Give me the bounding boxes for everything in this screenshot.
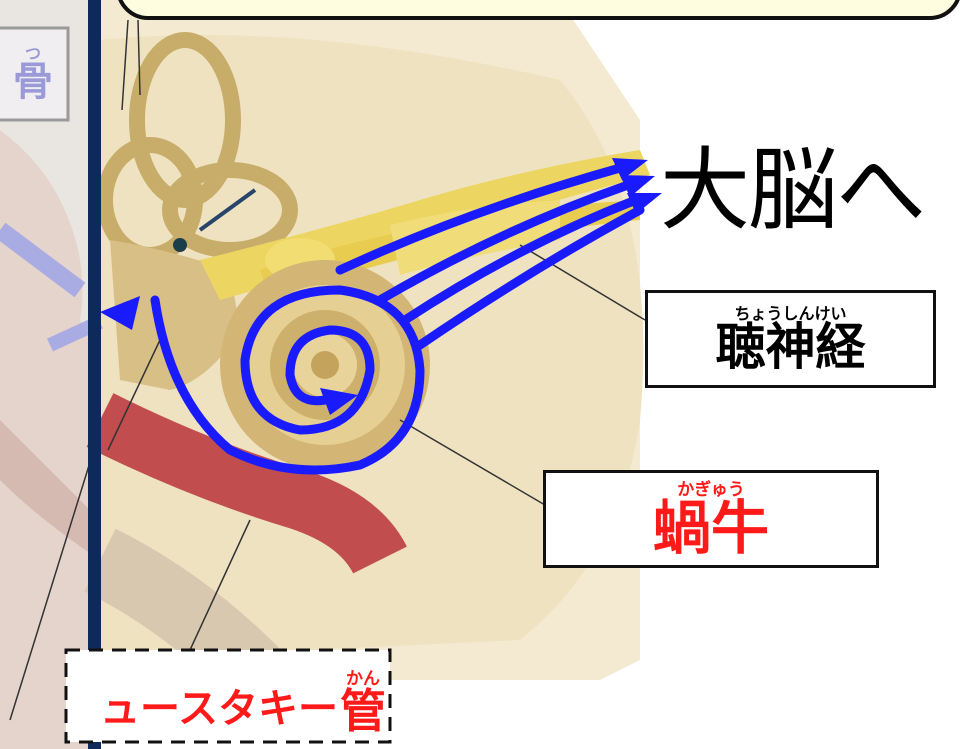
cochlea-label: かぎゅう 蝸牛 <box>543 470 879 568</box>
brain-label: 大脳へ <box>660 122 971 242</box>
brain-label-text: 大脳へ <box>660 117 924 247</box>
auditory-nerve-label: ちょうしんけい 聴神経 <box>645 290 936 388</box>
auditory-nerve-text: 聴神経 <box>716 322 866 372</box>
eustachian-kanji: 管 <box>340 688 386 734</box>
eustachian-tube-text: ュースタキー <box>100 676 338 734</box>
left-partial-label: つ 骨 <box>0 30 66 118</box>
cochlea-text: 蝸牛 <box>653 499 769 557</box>
eustachian-tube-label: ュースタキー かん 管 <box>100 652 386 740</box>
left-divider-bar <box>88 0 101 749</box>
left-partial-text: 骨 <box>13 62 53 102</box>
